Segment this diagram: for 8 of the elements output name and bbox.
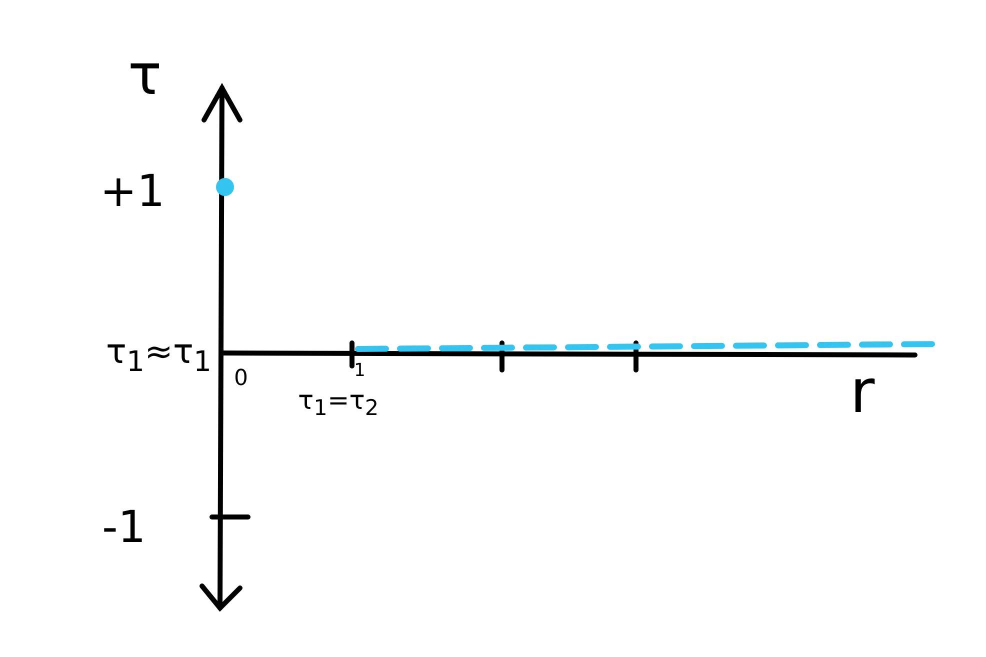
tick-label: +1 [100, 170, 165, 214]
tick-label: -1 [102, 506, 146, 550]
axis-note: τ$_{1}$=τ$_{2}$ [298, 388, 379, 420]
axis-label: τ [128, 48, 162, 104]
tick-label: 1 [354, 362, 366, 380]
tick-label: 0 [234, 368, 248, 390]
axis-label: r [850, 362, 875, 422]
axis-note: τ$_{1}$≈τ$_{1}$ [106, 335, 212, 376]
